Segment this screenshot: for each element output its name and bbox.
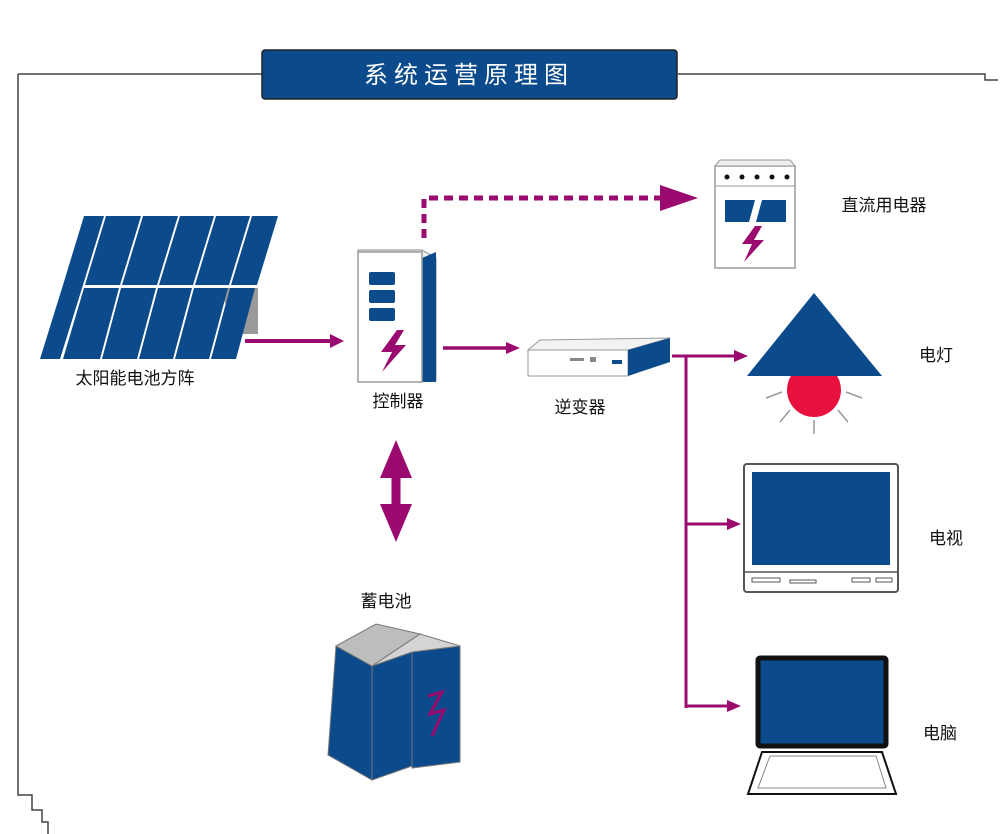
controller-icon bbox=[357, 249, 437, 383]
battery-icon bbox=[327, 623, 461, 781]
lamp-label: 电灯 bbox=[919, 346, 953, 366]
solar-array-label: 太阳能电池方阵 bbox=[76, 369, 195, 389]
diagram-title: 系统运营原理图 bbox=[364, 61, 574, 89]
arrow-controller-to-inverter bbox=[443, 342, 520, 354]
arrow-controller-battery-bidirectional bbox=[380, 440, 412, 542]
solar-panel-icon bbox=[40, 216, 278, 359]
arrow-controller-to-dc-appliance bbox=[421, 185, 698, 238]
dc-appliance-label: 直流用电器 bbox=[842, 196, 927, 216]
arrow-inverter-to-loads bbox=[672, 350, 748, 712]
arrow-solar-to-controller bbox=[245, 334, 344, 348]
dc-appliance-icon bbox=[713, 159, 797, 269]
lamp-icon bbox=[747, 293, 882, 434]
computer-label: 电脑 bbox=[923, 724, 957, 744]
controller-label: 控制器 bbox=[373, 392, 424, 412]
laptop-icon bbox=[746, 655, 898, 795]
inverter-icon bbox=[526, 337, 671, 377]
title-banner: 系统运营原理图 bbox=[261, 49, 678, 100]
tv-label: 电视 bbox=[929, 529, 963, 549]
tv-icon bbox=[743, 463, 899, 593]
battery-label: 蓄电池 bbox=[361, 592, 412, 612]
diagram-frame bbox=[17, 73, 998, 834]
inverter-label: 逆变器 bbox=[555, 398, 606, 418]
